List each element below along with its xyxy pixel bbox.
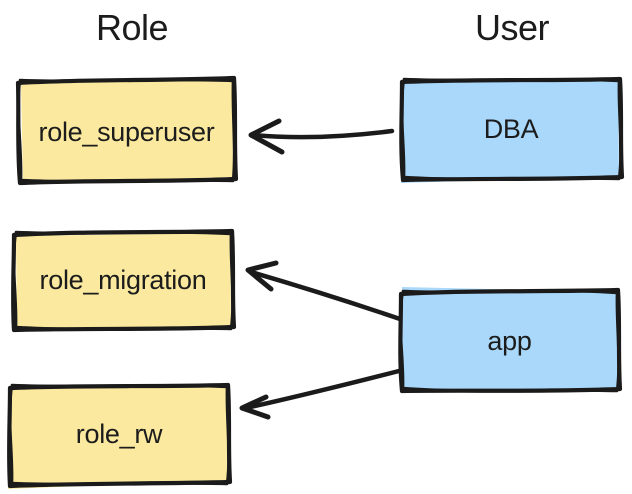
node-fill (21, 79, 233, 183)
node-fill (401, 80, 619, 183)
node-fill (402, 287, 619, 390)
role-node-role-rw (7, 382, 233, 489)
node-fill (8, 386, 228, 489)
user-node-app (398, 287, 623, 394)
arrow-head (239, 394, 271, 420)
role-node-role-migration (11, 228, 237, 333)
arrow-shaft (250, 128, 395, 140)
node-outline-sketch (8, 383, 230, 486)
arrow-app-to-role-rw (239, 368, 402, 420)
node-outline-sketch (12, 230, 234, 331)
node-outline-sketch (17, 78, 236, 183)
arrow-app-to-role-migration (245, 260, 403, 322)
column-heading-user: User (474, 7, 550, 48)
node-outline-sketch (399, 289, 620, 393)
node-fill (16, 233, 231, 330)
node-outline-sketch (400, 77, 622, 181)
arrow-shaft (243, 368, 402, 411)
arrow-dba-to-role-superuser (248, 118, 395, 155)
user-node-dba (399, 76, 625, 183)
arrow-shaft (248, 269, 403, 322)
column-heading-role: Role (95, 7, 169, 48)
arrow-head (248, 118, 285, 155)
arrow-head (245, 260, 279, 292)
role-node-role-superuser (15, 75, 239, 186)
